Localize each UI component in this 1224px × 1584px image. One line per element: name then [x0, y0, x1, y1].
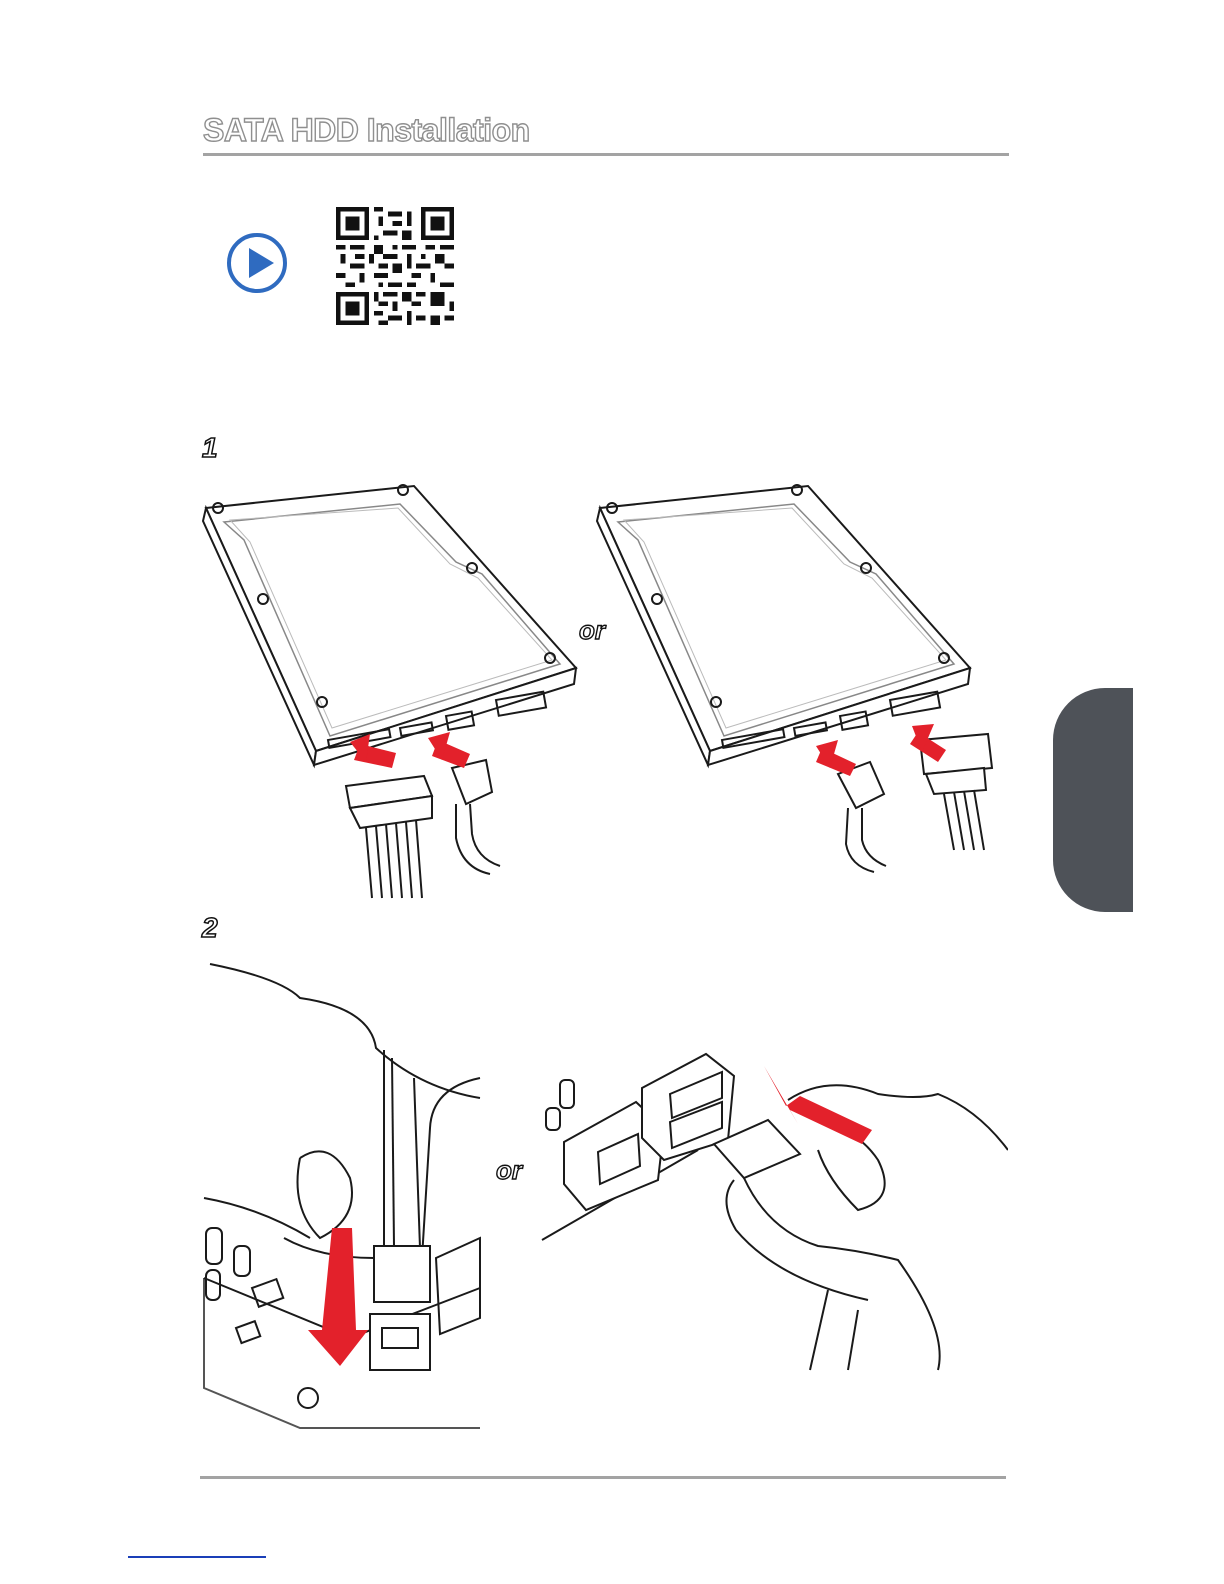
- footer-divider: [200, 1476, 1006, 1479]
- step-1-number: 1: [202, 432, 218, 464]
- play-circle-icon[interactable]: [226, 232, 288, 294]
- qr-code[interactable]: [336, 207, 454, 325]
- bottom-underline: [128, 1556, 266, 1558]
- hdd-illustration-left: [200, 478, 585, 903]
- vertical-sata-connection-illustration: [200, 958, 485, 1438]
- step-2-number: 2: [202, 912, 218, 944]
- chapter-side-tab: [1053, 688, 1133, 912]
- title-divider: [203, 153, 1009, 156]
- horizontal-sata-connection-illustration: [538, 1050, 1008, 1380]
- or-label-step-2: or: [496, 1155, 522, 1186]
- hdd-illustration-right: [594, 478, 994, 878]
- page-title: SATA HDD Installation: [203, 112, 530, 149]
